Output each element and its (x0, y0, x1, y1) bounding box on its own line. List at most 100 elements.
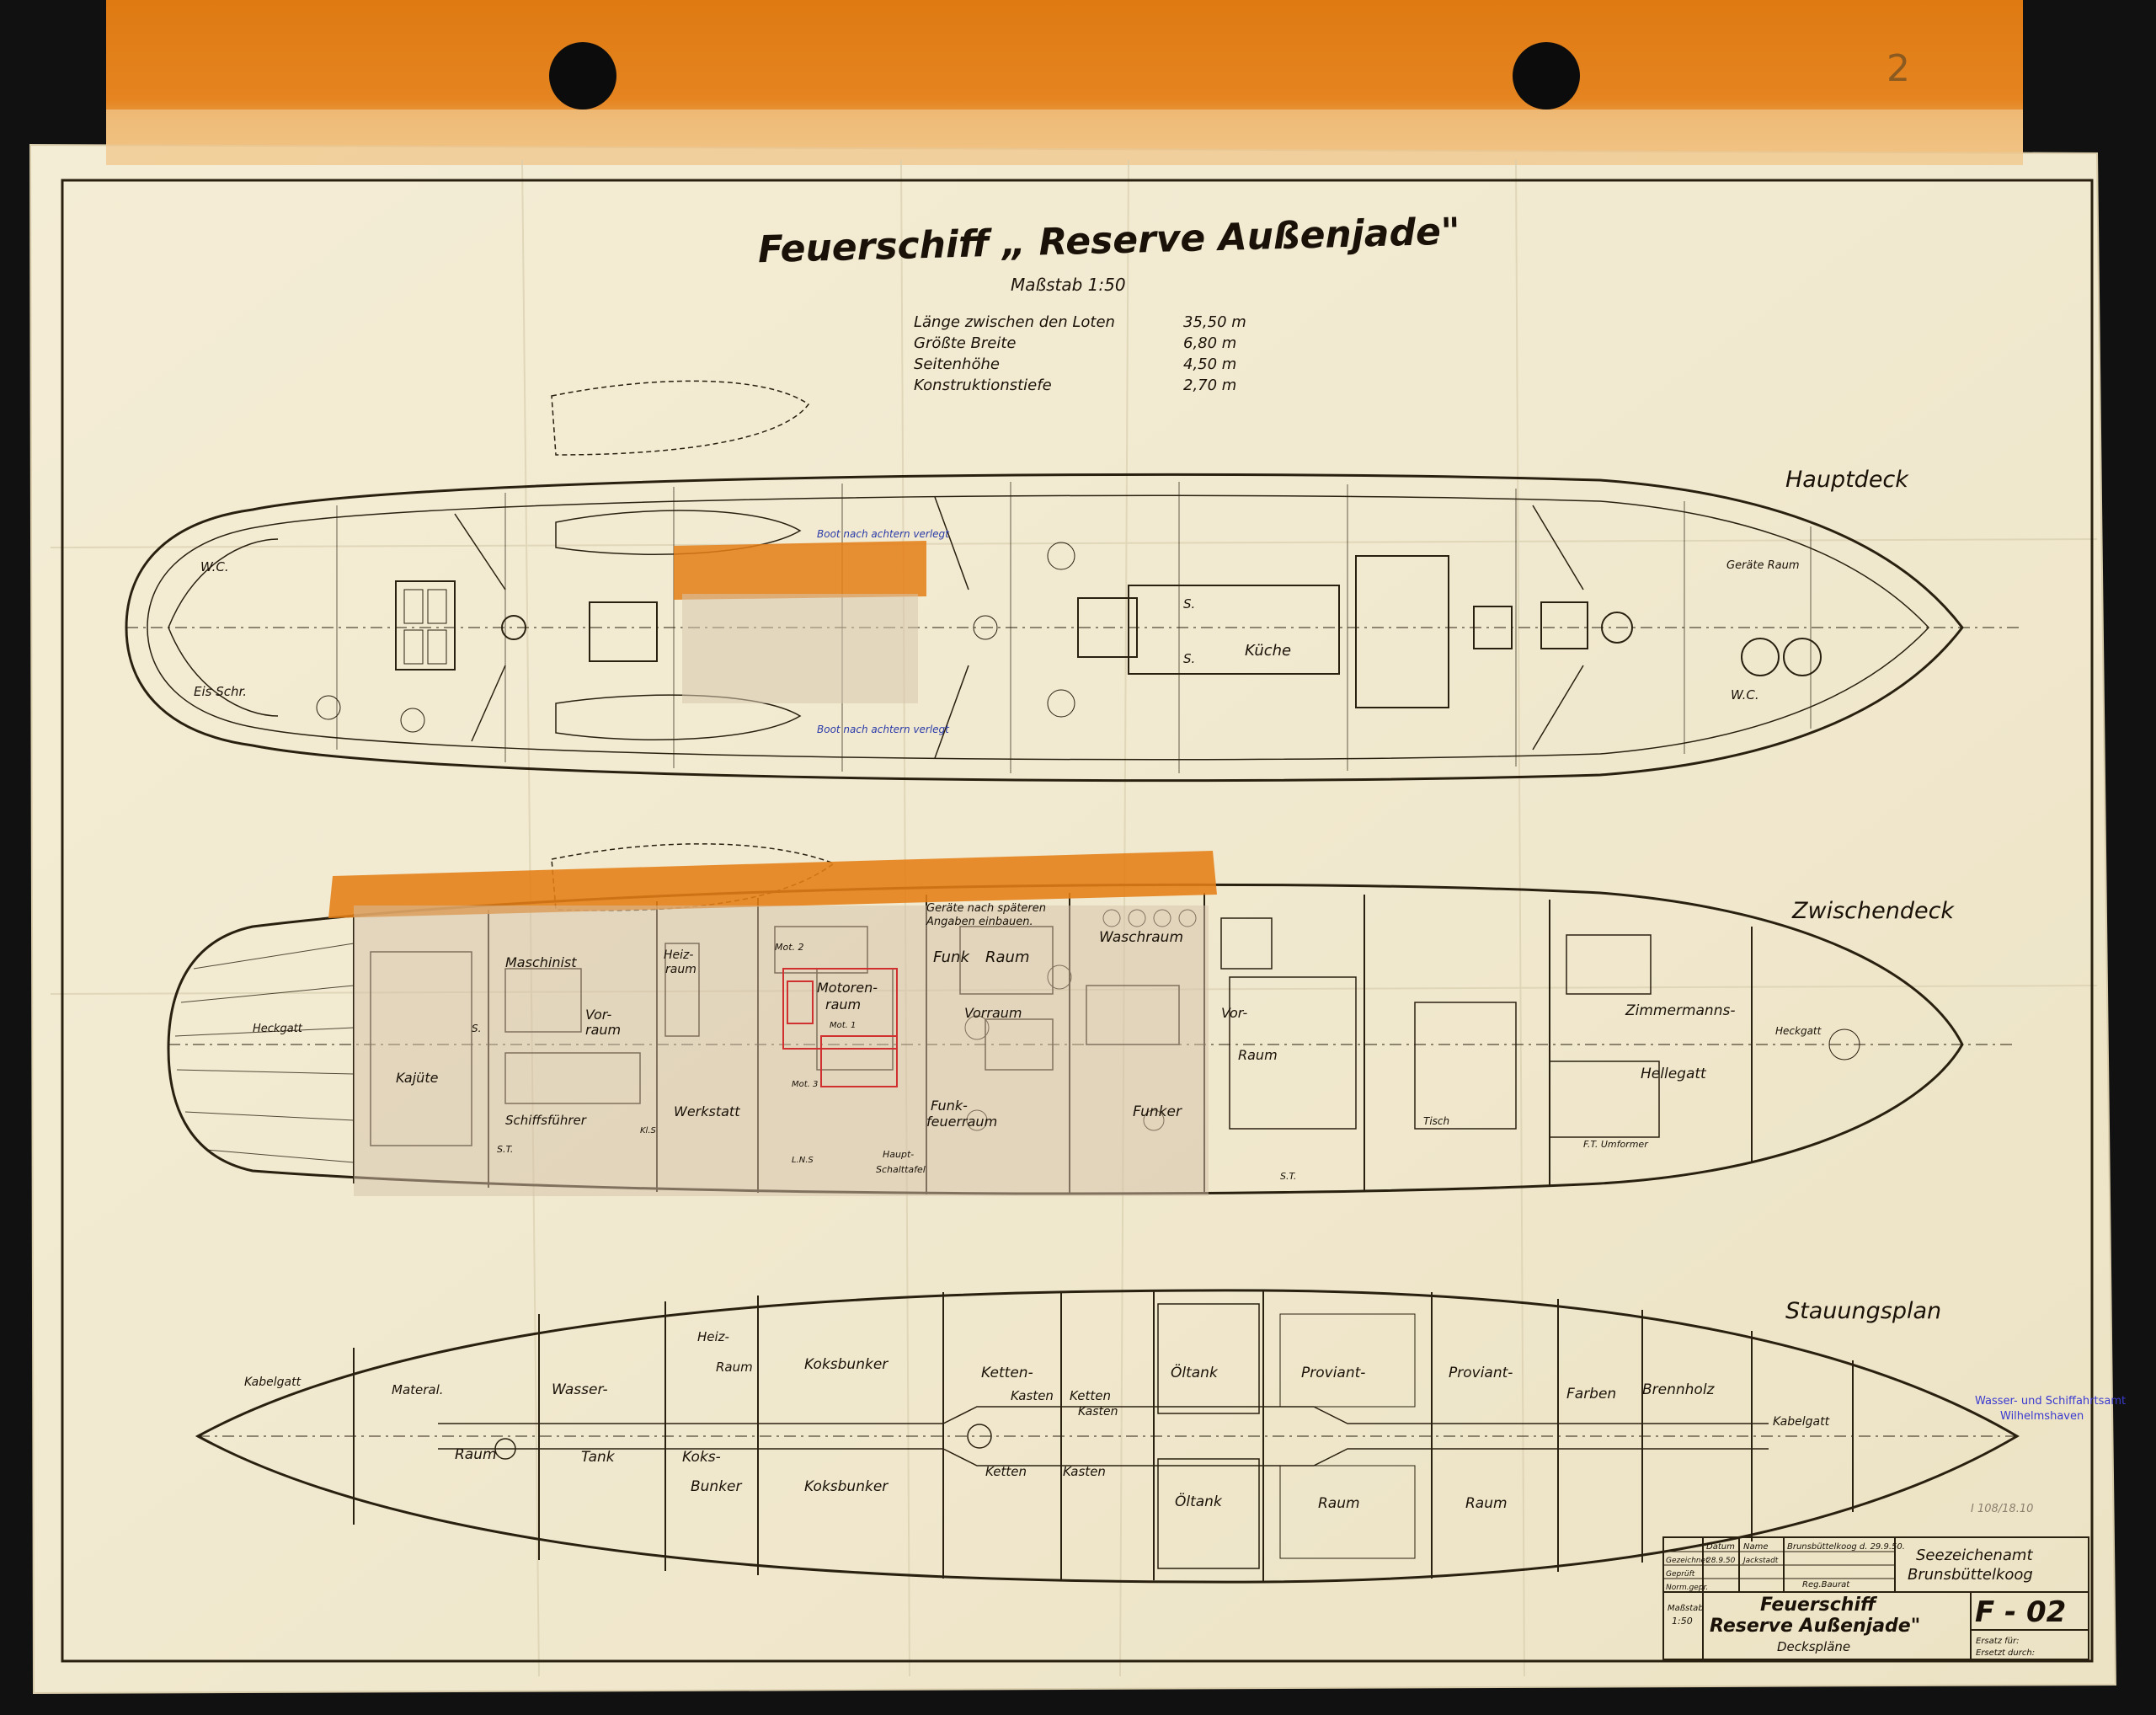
hauptdeck-plan (125, 380, 2021, 911)
hauptdeck-label: Eis Schr. (194, 684, 247, 699)
st-label: Koksbunker (804, 1356, 889, 1373)
boat-note: Boot nach achtern verlegt (817, 724, 950, 735)
drawing-number: F - 02 (1975, 1595, 2066, 1629)
tb-replacement: Ersatz für: (1976, 1637, 2019, 1646)
st-label: Proviant- (1301, 1365, 1365, 1381)
title-block (1662, 1536, 2089, 1660)
office-stamp-line2: Wilhelmshaven (2000, 1410, 2084, 1423)
zd-label: Raum (1238, 1047, 1278, 1063)
zd-label: S.T. (1280, 1171, 1296, 1182)
side-note: I 108/18.10 (1971, 1503, 2033, 1515)
st-label: Tank (581, 1449, 616, 1466)
zd-label: Hellegatt (1641, 1066, 1707, 1082)
tape-patch-hauptdeck (674, 541, 926, 600)
stauungsplan-labels: Kabelgatt Materal. Raum Wasser- Tank Hei… (244, 1329, 1830, 1512)
tracing-overlay-zwischendeck (354, 906, 1209, 1196)
dim-label: Konstruktionstiefe (914, 377, 1052, 394)
office-stamp-line1: Wasser- und Schiffahrtsamt (1975, 1395, 2126, 1408)
boat-note: Boot nach achtern verlegt (817, 528, 950, 540)
tb-subtitle: Deckspläne (1777, 1639, 1850, 1654)
hauptdeck-label: Geräte Raum (1726, 559, 1800, 572)
zd-label: Kl.S (640, 1126, 657, 1135)
zd-label: Funk- (931, 1098, 968, 1114)
dim-label: Seitenhöhe (914, 355, 1000, 373)
stauungsplan-title: Stauungsplan (1785, 1298, 1941, 1324)
dim-label: Länge zwischen den Loten (914, 313, 1115, 331)
zd-label: Motoren- (817, 980, 878, 996)
zd-label: raum (665, 963, 696, 976)
dim-label: Größte Breite (914, 334, 1017, 352)
tb-header: Brunsbüttelkoog d. 29.9.50. (1787, 1542, 1905, 1552)
zd-label: S. (472, 1023, 481, 1034)
st-label: Öltank (1171, 1363, 1219, 1381)
hauptdeck-label: W.C. (200, 559, 229, 574)
tape-patch-zwischendeck (328, 851, 1217, 918)
tb-row-label: Geprüft (1666, 1570, 1695, 1579)
zd-label: Maschinist (505, 954, 577, 970)
tb-title: Feuerschiff (1760, 1595, 1878, 1616)
hauptdeck-labels: W.C. Eis Schr. Küche Geräte Raum W.C. S.… (194, 559, 1800, 703)
st-label: Raum (1318, 1495, 1360, 1512)
st-label: Bunker (691, 1478, 743, 1495)
zd-label: Funk (933, 948, 970, 966)
zd-label: Waschraum (1099, 929, 1183, 946)
hauptdeck-label: S. (1183, 651, 1195, 666)
zd-label: Mot. 3 (792, 1080, 818, 1089)
st-label: Koks- (682, 1449, 721, 1466)
hauptdeck-title: Hauptdeck (1785, 467, 1909, 493)
zd-note: Angaben einbauen. (926, 916, 1033, 928)
zd-label: Heckgatt (253, 1023, 303, 1035)
st-label: Raum (1465, 1495, 1508, 1512)
tb-row-label: Gezeichnet (1666, 1557, 1709, 1565)
tb-row-name: Jackstadt (1742, 1557, 1779, 1565)
zd-label: Haupt- (883, 1149, 914, 1160)
sheet-scale: Maßstab 1:50 (1011, 275, 1126, 295)
dim-value: 6,80 m (1183, 334, 1236, 352)
tb-header: Datum (1706, 1542, 1735, 1552)
dim-value: 35,50 m (1183, 313, 1246, 331)
st-label: Kabelgatt (244, 1376, 302, 1389)
zd-label: L.N.S (792, 1156, 814, 1165)
zd-label: Vor- (1221, 1005, 1248, 1021)
zd-label: Vorraum (964, 1005, 1022, 1021)
st-label: Kabelgatt (1773, 1415, 1830, 1429)
zd-label: Funker (1133, 1103, 1182, 1120)
st-label: Heiz- (697, 1329, 729, 1344)
zd-label: Zimmermanns- (1625, 1002, 1735, 1019)
st-label: Brennholz (1642, 1381, 1716, 1398)
tb-scale-value: 1:50 (1672, 1616, 1693, 1627)
zd-label: Schalttafel (876, 1164, 926, 1175)
tb-row-date: 28.9.50 (1706, 1557, 1736, 1565)
tb-row-label: Norm.gepr. (1666, 1584, 1708, 1592)
st-label: Ketten (1070, 1388, 1111, 1403)
tb-header: Name (1743, 1542, 1769, 1552)
zd-label: Mot. 2 (775, 942, 804, 953)
tb-office: Seezeichenamt (1916, 1547, 2033, 1564)
zwischendeck-title: Zwischendeck (1791, 898, 1955, 924)
tb-row-name: Reg.Baurat (1802, 1580, 1850, 1589)
dim-value: 4,50 m (1183, 355, 1236, 373)
zwischendeck-labels: Geräte nach späteren Angaben einbauen. H… (253, 902, 1822, 1182)
zd-note: Geräte nach späteren (926, 902, 1046, 915)
dim-value: 2,70 m (1183, 377, 1236, 394)
zd-label: raum (825, 996, 861, 1012)
st-label: Kasten (1063, 1464, 1106, 1479)
zd-label: Tisch (1423, 1115, 1449, 1127)
zd-label: Kajüte (396, 1070, 439, 1086)
sheet-number: 2 (1886, 47, 1910, 90)
drawing-frame (61, 179, 2094, 1663)
st-label: Materal. (392, 1382, 444, 1397)
zd-label: S.T. (497, 1144, 513, 1155)
st-label: Kasten (1078, 1405, 1118, 1418)
st-label: Ketten- (981, 1365, 1033, 1381)
dimensions-table: Länge zwischen den Loten 35,50 m Größte … (914, 313, 1246, 394)
zd-label: F.T. Umformer (1583, 1139, 1649, 1150)
zd-label: raum (585, 1022, 621, 1038)
motor-room-redline (782, 968, 898, 1087)
hauptdeck-notes: Boot nach achtern verlegt Boot nach acht… (817, 528, 950, 735)
st-label: Wasser- (552, 1381, 608, 1398)
zd-label: Raum (985, 948, 1029, 966)
st-label: Öltank (1175, 1492, 1223, 1510)
